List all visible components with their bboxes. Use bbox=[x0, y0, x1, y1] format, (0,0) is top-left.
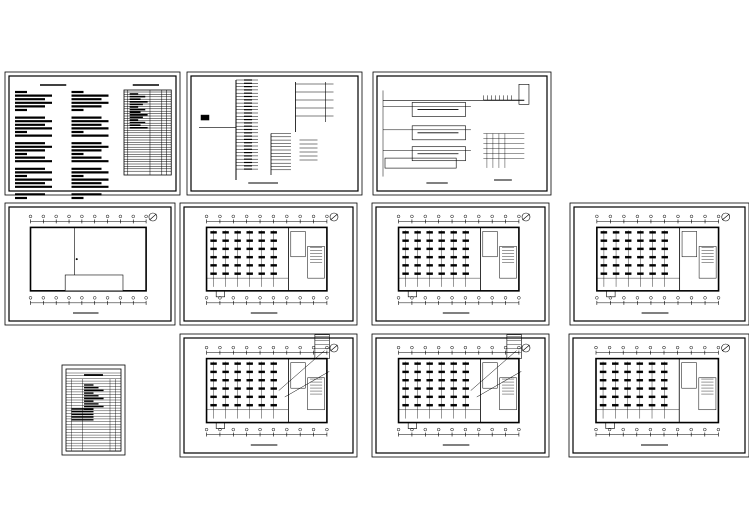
sheet-plan-6 bbox=[371, 333, 550, 458]
sheet-plan-5 bbox=[179, 333, 358, 458]
sheet-plan-3 bbox=[371, 202, 550, 326]
sheet-plan-2 bbox=[179, 202, 358, 326]
sheet-plan-4 bbox=[569, 202, 749, 326]
sheet-drawing-index bbox=[61, 364, 126, 456]
sheet-plan-7 bbox=[568, 333, 749, 458]
sheet-system-diagram-1 bbox=[186, 71, 363, 196]
sheet-design-notes bbox=[4, 71, 181, 200]
sheet-system-diagram-2 bbox=[372, 71, 552, 196]
sheet-plan-1 bbox=[4, 202, 176, 326]
